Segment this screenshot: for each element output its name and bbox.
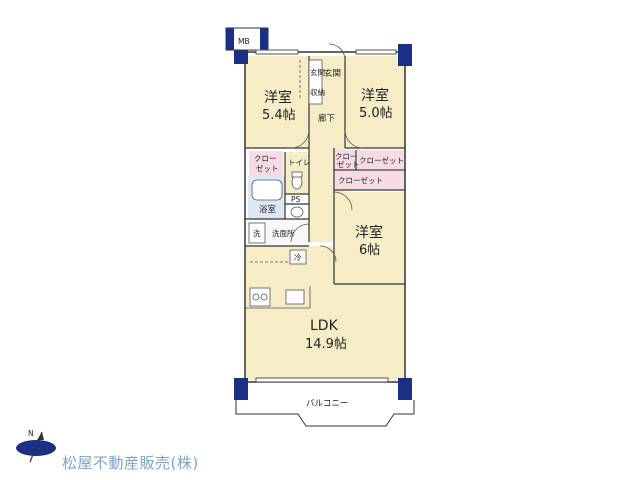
closet-left-label-1: クロー xyxy=(254,154,277,163)
room-labels: 洋室 5.4帖 洋室 5.0帖 洋室 6帖 LDK 14.9帖 xyxy=(262,87,393,352)
room-western-a-name: 洋室 xyxy=(264,89,292,106)
closet-small-label-2: ゼット xyxy=(337,159,360,169)
floor-western-a xyxy=(245,56,309,148)
wash-label: 洗 xyxy=(253,228,261,238)
closet-right-bottom-label: クローゼット xyxy=(338,175,383,185)
floor-closet-right-bottom xyxy=(334,171,405,190)
room-western-c-name: 洋室 xyxy=(355,224,383,241)
floor-western-b xyxy=(345,56,405,148)
balcony-label: バルコニー xyxy=(306,399,348,409)
bathtub xyxy=(251,179,283,201)
bath-label: 浴室 xyxy=(259,204,277,215)
area-labels: 玄関 玄関 収納 廊下 クロー ゼット トイレ PS 浴室 洗 洗面所 冷 クロ… xyxy=(253,67,404,409)
washing-machine xyxy=(248,222,266,244)
floor-closet-left xyxy=(249,151,283,176)
floor-closet-small xyxy=(334,150,355,169)
wash-basin xyxy=(290,206,304,218)
windows xyxy=(255,49,397,383)
fridge-space xyxy=(289,249,307,265)
room-western-b-size: 5.0帖 xyxy=(359,106,393,121)
room-ldk-size: 14.9帖 xyxy=(305,337,347,352)
compass-north-label: N xyxy=(28,429,34,438)
room-western-c-size: 6帖 xyxy=(359,243,380,258)
mb-label: MB xyxy=(238,37,250,46)
genkan-label: 玄関 xyxy=(324,68,341,79)
balcony-outline xyxy=(235,400,415,427)
columns xyxy=(234,44,412,400)
room-western-a-size: 5.4帖 xyxy=(262,108,296,123)
company-name: 松屋不動産販売(株) xyxy=(62,454,199,472)
room-western-b-name: 洋室 xyxy=(361,87,389,104)
floor-closet-right-top xyxy=(357,150,405,169)
fridge-label: 冷 xyxy=(294,252,302,262)
closet-small-label-1: クロー xyxy=(335,152,358,161)
floor-areas xyxy=(236,56,414,412)
ps-label: PS xyxy=(291,195,301,204)
genkan-storage-label-2: 収納 xyxy=(310,87,325,97)
closet-right-top-label: クローゼット xyxy=(359,155,404,165)
sink xyxy=(285,289,305,305)
closet-left-label-2: ゼット xyxy=(256,163,279,173)
mb-box: MB xyxy=(225,27,269,51)
hallway-label: 廊下 xyxy=(318,113,336,124)
floor-balcony xyxy=(236,382,414,412)
room-ldk-name: LDK xyxy=(310,318,339,334)
doors xyxy=(290,43,364,263)
stove xyxy=(249,287,271,307)
genkan-storage-label-1: 玄関 xyxy=(310,67,325,77)
fixtures xyxy=(246,60,311,309)
genkan-storage xyxy=(308,59,323,105)
toilet-tank xyxy=(291,171,303,178)
floor-ldk xyxy=(245,246,405,380)
washroom-label: 洗面所 xyxy=(272,228,295,238)
toilet-label: トイレ xyxy=(288,158,311,167)
compass: N xyxy=(16,429,56,463)
